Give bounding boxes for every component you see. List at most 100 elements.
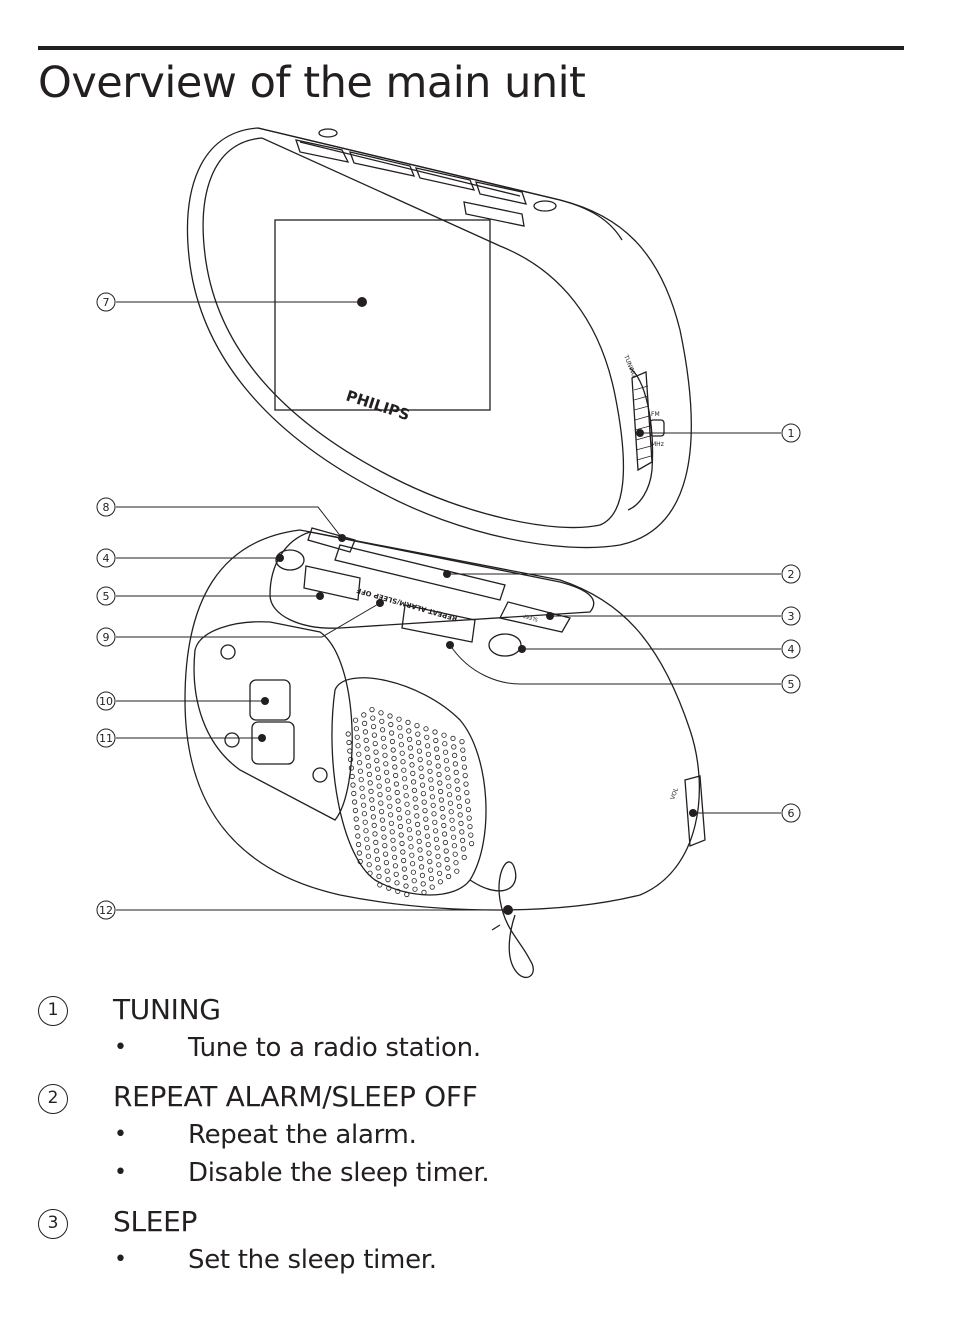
- speaker-hole: [414, 722, 420, 729]
- legend-bullet-text: Disable the sleep timer.: [188, 1158, 490, 1188]
- speaker-hole: [444, 766, 450, 772]
- speaker-hole: [379, 727, 386, 733]
- speaker-hole: [381, 834, 387, 840]
- bullet-dot: •: [114, 1035, 127, 1060]
- brand-logo-text: PHILIPS: [344, 387, 412, 425]
- speaker-hole: [370, 814, 376, 820]
- speaker-hole: [401, 767, 407, 773]
- speaker-hole: [441, 822, 447, 829]
- speaker-hole: [451, 752, 458, 759]
- speaker-hole: [363, 737, 369, 744]
- callout-10: 10: [96, 691, 116, 711]
- top-button-c: [414, 167, 476, 191]
- speaker-hole: [385, 876, 391, 883]
- speaker-hole: [366, 862, 372, 868]
- speaker-hole: [458, 820, 464, 827]
- speaker-hole: [367, 780, 373, 786]
- speaker-hole: [459, 738, 465, 745]
- svg-text:12: 12: [99, 904, 113, 917]
- speaker-hole: [446, 792, 453, 798]
- callout-7: 7: [96, 292, 116, 312]
- speaker-hole: [356, 850, 362, 856]
- speaker-hole: [432, 729, 438, 735]
- speaker-hole: [400, 849, 406, 855]
- speaker-hole: [408, 844, 414, 850]
- speaker-hole: [385, 786, 391, 792]
- speaker-hole: [366, 771, 372, 778]
- speaker-hole: [434, 845, 440, 851]
- speaker-hole: [397, 823, 403, 830]
- svg-text:8: 8: [103, 501, 110, 514]
- speaker-hole: [378, 808, 385, 815]
- speaker-hole: [445, 873, 452, 880]
- speaker-hole: [392, 764, 398, 770]
- speaker-hole: [394, 880, 400, 886]
- speaker-hole: [372, 740, 378, 747]
- speaker-hole: [365, 763, 372, 769]
- speaker-hole: [348, 765, 354, 771]
- speaker-hole: [436, 870, 443, 876]
- speaker-hole: [375, 865, 381, 871]
- speaker-hole: [371, 822, 377, 829]
- speaker-hole: [357, 768, 363, 774]
- speaker-hole: [430, 802, 436, 808]
- speaker-hole: [451, 843, 457, 849]
- speaker-hole: [417, 847, 423, 853]
- speaker-hole: [373, 848, 380, 854]
- speaker-hole: [384, 778, 390, 784]
- speaker-hole: [414, 821, 421, 828]
- speaker-hole: [428, 875, 434, 882]
- speaker-hole: [390, 747, 396, 753]
- speaker-hole: [408, 753, 414, 760]
- speaker-hole: [378, 800, 384, 806]
- speaker-hole: [436, 862, 442, 868]
- speaker-hole: [429, 794, 435, 800]
- speaker-hole: [368, 788, 374, 795]
- speaker-hole: [446, 783, 452, 789]
- plus-button: [275, 549, 305, 571]
- vol-print: VOL: [669, 786, 680, 800]
- speaker-hole: [355, 743, 361, 749]
- speaker-hole: [392, 863, 398, 869]
- speaker-hole: [376, 873, 382, 880]
- speaker-hole: [361, 720, 368, 727]
- speaker-hole: [345, 731, 351, 737]
- speaker-hole: [443, 848, 449, 854]
- speaker-hole: [460, 747, 466, 753]
- speaker-hole: [388, 820, 394, 826]
- svg-text:5: 5: [788, 678, 795, 691]
- legend-number-badge: 1: [38, 996, 68, 1026]
- speaker-hole: [405, 818, 412, 824]
- speaker-hole: [381, 744, 387, 750]
- speaker-hole: [397, 733, 404, 739]
- main-unit-diagram: PHILIPS TUNING FM MHz REPEAT ALARM/SLEEP…: [96, 127, 801, 979]
- speaker-hole: [445, 865, 451, 871]
- speaker-hole: [454, 778, 460, 784]
- speaker-hole: [377, 791, 383, 798]
- speaker-hole: [456, 803, 462, 810]
- speaker-hole: [467, 823, 473, 830]
- speaker-hole: [406, 827, 412, 833]
- speaker-hole: [365, 754, 371, 761]
- speaker-hole: [421, 799, 427, 805]
- speaker-hole: [356, 751, 362, 757]
- speaker-hole: [386, 795, 392, 801]
- speaker-hole: [384, 868, 390, 874]
- speaker-hole: [468, 840, 475, 847]
- speaker-hole: [404, 801, 410, 807]
- speaker-hole: [383, 769, 390, 775]
- speaker-hole: [448, 809, 454, 815]
- speaker-hole: [425, 751, 431, 757]
- speaker-hole: [436, 771, 442, 778]
- speaker-hole: [417, 756, 423, 763]
- speaker-hole: [449, 817, 455, 823]
- speaker-hole: [346, 739, 352, 746]
- speaker-hole: [459, 829, 465, 835]
- speaker-hole: [466, 815, 472, 821]
- speaker-hole: [389, 829, 395, 835]
- speaker-hole: [441, 831, 448, 837]
- top-button-b: [348, 151, 416, 177]
- speaker-hole: [401, 866, 407, 872]
- speaker-hole: [392, 772, 399, 779]
- callout-9: 9: [96, 627, 116, 647]
